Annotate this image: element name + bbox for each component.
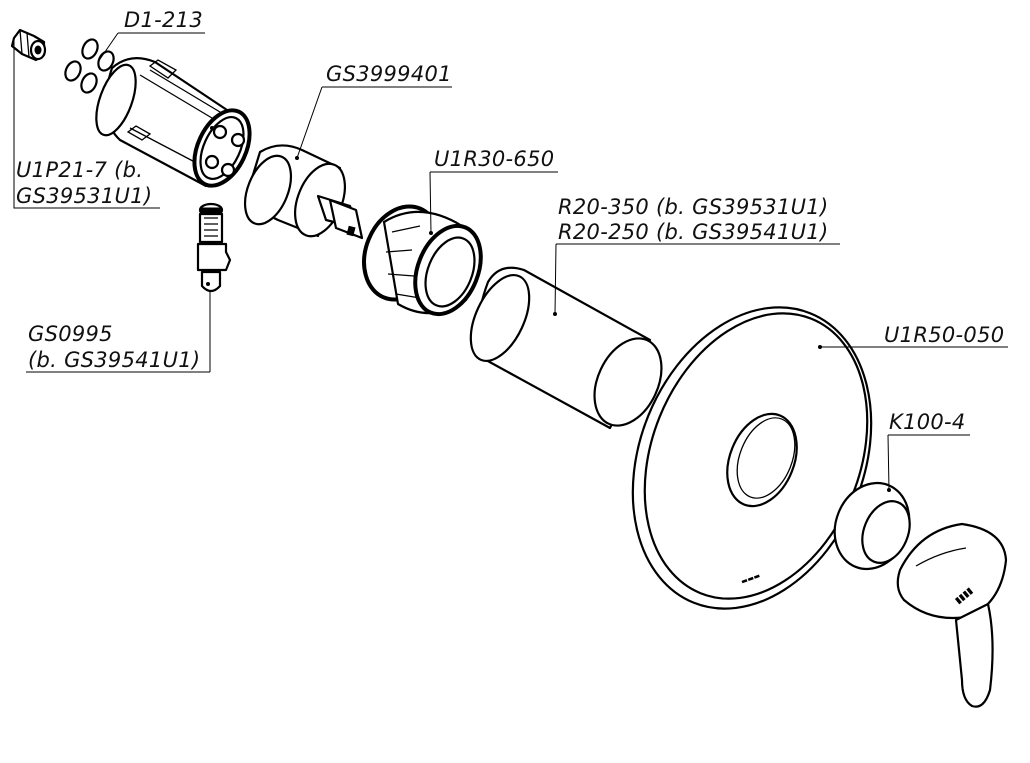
retaining-nut-part <box>362 204 483 317</box>
cartridge-part <box>243 144 364 240</box>
label-u1r30-650: U1R30-650 <box>434 147 554 171</box>
small-nut-part <box>10 28 47 62</box>
label-gs3999401: GS3999401 <box>326 62 452 86</box>
label-gs0995-line1: GS0995 <box>28 322 113 346</box>
check-valve-part <box>196 202 232 293</box>
label-d1-213: D1-213 <box>124 8 203 32</box>
lever-handle-part: ▮▮▮▮ <box>896 522 1008 708</box>
valve-body-part <box>95 57 252 188</box>
label-r20-250: R20-250 (b. GS39541U1) <box>558 220 828 244</box>
label-u1r50-050: U1R50-050 <box>884 323 1004 347</box>
o-rings-part <box>64 38 115 94</box>
trim-ring-part <box>833 481 911 571</box>
label-u1p21-7-line2: GS39531U1) <box>16 184 152 208</box>
label-u1p21-7-line1: U1P21-7 (b. <box>16 158 143 182</box>
label-k100-4: K100-4 <box>889 410 966 434</box>
extension-sleeve-part <box>469 266 663 430</box>
label-r20-350: R20-350 (b. GS39531U1) <box>558 195 828 219</box>
leader-lines <box>13 32 1008 491</box>
label-gs0995-line2: (b. GS39541U1) <box>28 348 200 372</box>
cover-plate-part: ▬▬▬ <box>631 306 873 610</box>
